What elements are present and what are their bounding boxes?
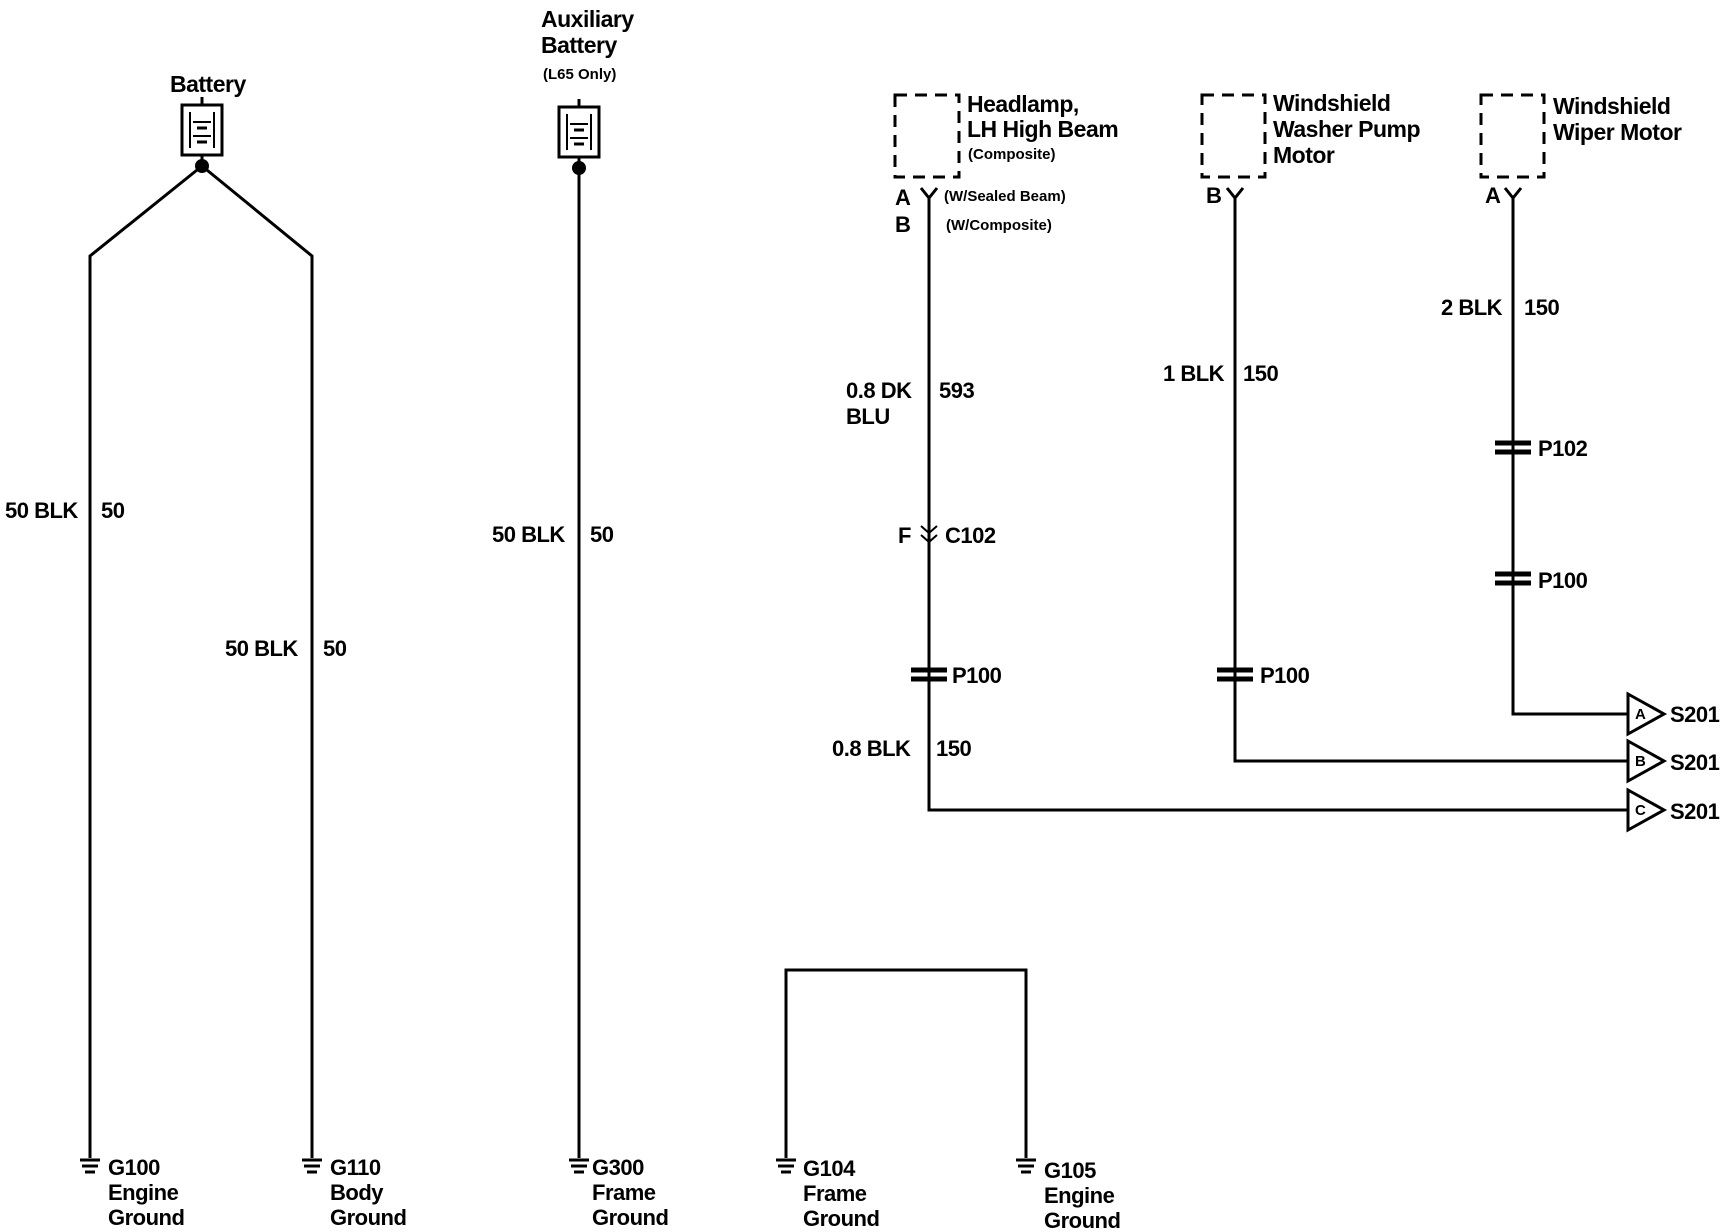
splice-s201-b-label: S201: [1670, 750, 1720, 775]
ground-g105-icon: [1016, 1148, 1036, 1174]
wire-washer-gauge: 1 BLK: [1163, 361, 1225, 386]
aux-battery-symbol: [557, 99, 601, 175]
wire-headlamp-to-s201-c: [927, 790, 1628, 812]
svg-text:B: B: [1635, 753, 1646, 770]
washer-pump-title-1: Windshield: [1273, 90, 1390, 116]
wire-wiper-motor: [1511, 198, 1628, 716]
wire-battery-left: [88, 164, 203, 1148]
splice-s201-c-icon: C: [1626, 787, 1668, 833]
headlamp-p100-label: P100: [952, 663, 1002, 688]
wire-washer-circuit: 150: [1243, 361, 1278, 386]
wiper-motor-title-2: Wiper Motor: [1553, 119, 1682, 145]
splice-s201-a-icon: A: [1626, 691, 1668, 737]
headlamp-pin-a: A: [895, 185, 911, 210]
ground-g110-line2: Ground: [330, 1205, 406, 1230]
wiper-motor-terminal-icon: [1503, 187, 1523, 201]
washer-pump-title-3: Motor: [1273, 142, 1335, 168]
washer-pump-terminal-icon: [1225, 187, 1245, 201]
wire-aux-gauge: 50 BLK: [492, 522, 565, 547]
splice-s201-c-label: S201: [1670, 799, 1720, 824]
headlamp-note: (Composite): [968, 146, 1056, 163]
headlamp-title-1: Headlamp,: [967, 91, 1079, 117]
ground-g300-id: G300: [592, 1155, 644, 1180]
ground-g104-line1: Frame: [803, 1181, 867, 1206]
ground-g300-line1: Frame: [592, 1180, 656, 1205]
wire-battery-right-circuit: 50: [323, 636, 347, 661]
c102-name: C102: [945, 523, 996, 548]
wire-wiper-gauge: 2 BLK: [1441, 295, 1503, 320]
splice-s201-a-label: S201: [1670, 702, 1720, 727]
wire-battery-right: [201, 164, 314, 1148]
wire-washer-pump: [1233, 198, 1628, 763]
svg-text:C: C: [1635, 802, 1646, 819]
washer-pump-pin: B: [1206, 183, 1221, 208]
ground-g104-icon: [776, 1148, 796, 1174]
wire-aux-circuit: 50: [590, 522, 614, 547]
wiper-p102-grommet-icon: [1495, 440, 1531, 455]
wire-headlamp-circuit: 593: [939, 378, 974, 403]
washer-p100-label: P100: [1260, 663, 1310, 688]
ground-g100-id: G100: [108, 1155, 160, 1180]
aux-battery-title-2: Battery: [541, 32, 617, 58]
ground-g300-line2: Ground: [592, 1205, 668, 1230]
ground-g110-id: G110: [330, 1155, 381, 1180]
wire-headlamp-gauge-2: BLU: [846, 404, 890, 429]
wiper-p102-label: P102: [1538, 436, 1588, 461]
wire-headlamp-lower-gauge: 0.8 BLK: [832, 736, 911, 761]
ground-g105-line1: Engine: [1044, 1183, 1115, 1208]
headlamp-pin-a-note: (W/Sealed Beam): [944, 188, 1066, 205]
ground-g104-line2: Ground: [803, 1206, 879, 1231]
battery-symbol: [180, 97, 224, 173]
ground-g100-line1: Engine: [108, 1180, 179, 1205]
wiper-motor-title-1: Windshield: [1553, 93, 1670, 119]
wire-battery-left-gauge: 50 BLK: [5, 498, 78, 523]
wire-headlamp-lower-circuit: 150: [936, 736, 971, 761]
headlamp-terminal-icon: [919, 187, 939, 201]
wiper-p100-label: P100: [1538, 568, 1588, 593]
aux-battery-title-1: Auxiliary: [541, 6, 634, 32]
wire-battery-left-circuit: 50: [101, 498, 125, 523]
headlamp-p100-grommet-icon: [911, 667, 947, 682]
ground-g105-line2: Ground: [1044, 1208, 1120, 1232]
washer-pump-title-2: Washer Pump: [1273, 116, 1420, 142]
ground-g105-id: G105: [1044, 1158, 1096, 1183]
ground-g100-icon: [80, 1148, 100, 1174]
ground-g110-line1: Body: [330, 1180, 384, 1205]
aux-battery-note: (L65 Only): [543, 66, 616, 83]
svg-text:A: A: [1635, 706, 1646, 723]
splice-s201-b-icon: B: [1626, 738, 1668, 784]
c102-pin: F: [898, 523, 911, 548]
wire-battery-right-gauge: 50 BLK: [225, 636, 298, 661]
ground-g110-icon: [302, 1148, 322, 1174]
wire-headlamp-gauge-1: 0.8 DK: [846, 378, 912, 403]
washer-pump-component-box: [1200, 93, 1267, 179]
wiper-motor-component-box: [1479, 93, 1546, 179]
headlamp-pin-b-note: (W/Composite): [946, 217, 1052, 234]
battery-label: Battery: [170, 71, 246, 97]
headlamp-title-2: LH High Beam: [967, 116, 1118, 142]
wire-wiper-circuit: 150: [1524, 295, 1559, 320]
c102-connector-icon: [920, 525, 938, 544]
ground-g300-icon: [569, 1148, 589, 1174]
headlamp-component-box: [893, 93, 961, 179]
wiper-motor-pin: A: [1485, 183, 1501, 208]
ground-g104-id: G104: [803, 1156, 856, 1181]
wiper-p100-grommet-icon: [1495, 571, 1531, 586]
ground-g100-line2: Ground: [108, 1205, 184, 1230]
wire-g104-g105: [784, 968, 1028, 1148]
washer-p100-grommet-icon: [1217, 667, 1253, 682]
headlamp-pin-b: B: [895, 212, 910, 237]
